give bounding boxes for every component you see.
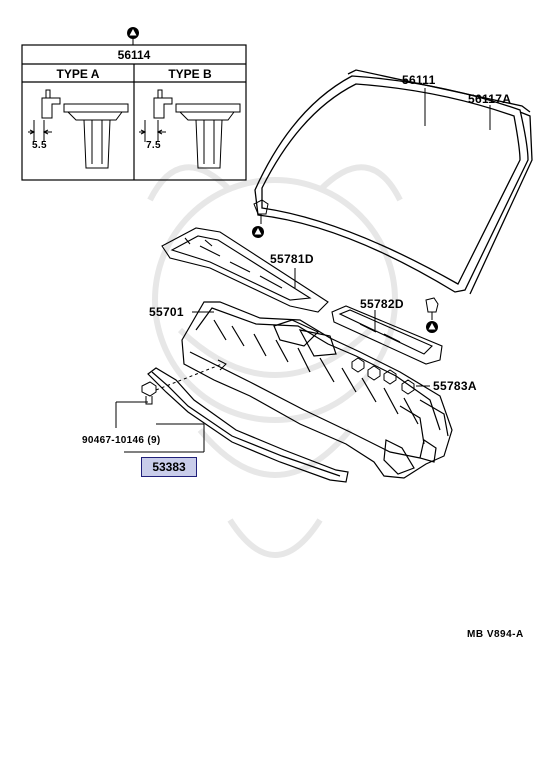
type-a-dimension: 5.5 [32, 140, 47, 151]
inset-part-number: 56114 [117, 48, 151, 62]
label-cowl-top-panel[interactable]: 55781D [270, 252, 314, 266]
inset-box [21, 44, 247, 181]
inset-type-a-label: TYPE A [56, 67, 100, 81]
watermark-emblem [147, 164, 403, 558]
windshield-clip-left [253, 199, 269, 224]
type-b-dimension: 7.5 [146, 140, 161, 151]
label-screw[interactable]: 90467-10146 (9) [82, 435, 161, 446]
label-cowl-panel-assembly[interactable]: 55701 [149, 305, 184, 319]
label-cowl-right-panel[interactable]: 55782D [360, 297, 404, 311]
label-windshield-dam[interactable]: 56117A [468, 92, 512, 106]
screw-drawing [141, 381, 157, 405]
diagram-reference-code: MB V894-A [467, 629, 524, 640]
cowl-panel-assembly-drawing [181, 301, 453, 479]
marker-circle-right [426, 321, 438, 333]
type-a-clip-drawing [28, 89, 129, 169]
windshield-clip-right [425, 297, 439, 320]
windshield-glass-drawing [254, 69, 533, 295]
leader-lines [115, 88, 491, 453]
weatherstrip-drawing [147, 367, 349, 483]
label-windshield-glass[interactable]: 56111 [402, 73, 436, 87]
type-b-clip-drawing [139, 89, 241, 169]
label-weatherstrip-highlighted[interactable]: 53383 [141, 457, 197, 477]
cowl-right-panel-drawing [331, 305, 443, 365]
cowl-top-panel-drawing [161, 227, 329, 313]
label-clip[interactable]: 55783A [433, 379, 477, 393]
clip-nuts [351, 357, 415, 395]
marker-circle-left [252, 226, 264, 238]
marker-circle-top [127, 27, 139, 39]
inset-type-b-label: TYPE B [168, 67, 212, 81]
